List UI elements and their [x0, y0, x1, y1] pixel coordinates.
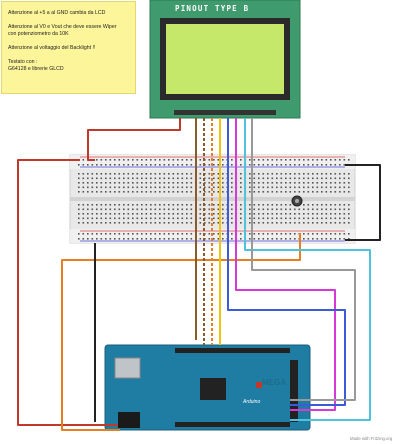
- potentiometer-knob: [295, 199, 299, 203]
- wire-red-left: [17, 159, 118, 426]
- header-top: [175, 348, 290, 353]
- reset-button: [256, 382, 262, 388]
- note-line: Testato con :: [8, 59, 38, 65]
- wire-gray: [251, 118, 356, 401]
- note-line: Attenzione al voltaggio del Backlight !!: [8, 45, 96, 51]
- lcd-screen: [166, 24, 284, 94]
- header-bottom: [175, 422, 290, 427]
- usb-connector: [114, 357, 141, 379]
- note-line: con potenziometro da 10K: [8, 31, 69, 37]
- header-right: [290, 360, 298, 422]
- note-line: Attenzione al V0 e Vout che deve essere …: [8, 24, 117, 30]
- board-brand-label: Arduino: [243, 399, 261, 405]
- lcd-title: PINOUT TYPE B: [175, 4, 250, 13]
- lcd-pin-header: [174, 110, 276, 115]
- wire-red-breadboard: [87, 118, 181, 161]
- fritzing-credit: Made with Fritzing.org: [350, 436, 393, 441]
- note-box: Attenzione al +5 a al GND cambia da LCD A…: [1, 1, 136, 94]
- power-jack: [118, 412, 140, 428]
- note-line: G64128 e librerie GLCD: [8, 66, 64, 72]
- wire-magenta: [235, 118, 336, 411]
- board-model-label: MEGA: [262, 378, 286, 387]
- wire-blue: [227, 118, 346, 406]
- wire-black-right: [345, 164, 381, 241]
- note-line: Attenzione al +5 a al GND cambia da LCD: [8, 10, 106, 16]
- chip: [200, 378, 226, 400]
- wire-cyan: [244, 118, 371, 421]
